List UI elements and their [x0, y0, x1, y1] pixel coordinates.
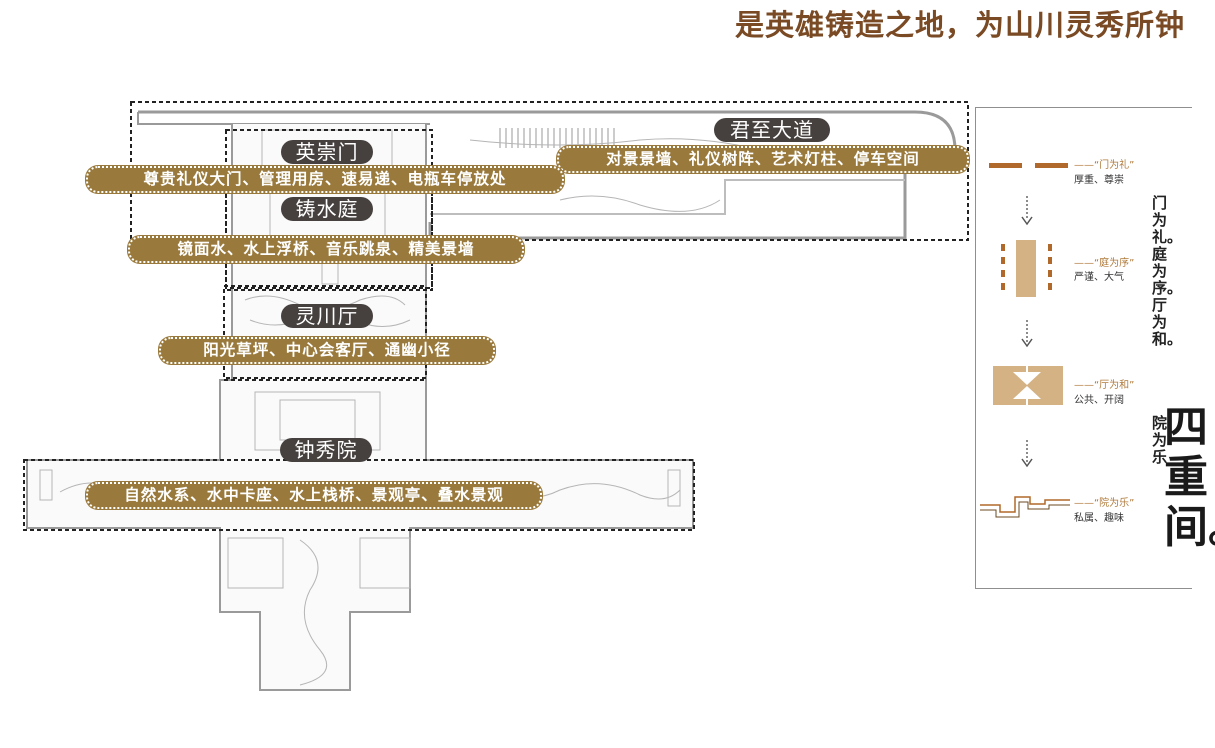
- zone-label-zhushui: 铸水庭: [281, 197, 373, 221]
- legend-icon-hall: [993, 366, 1063, 405]
- vertical-motto-2: 院为乐: [1152, 414, 1168, 466]
- legend-tag-hall: ——“厅为和”: [1074, 380, 1135, 391]
- feature-strip-zhushui: 镜面水、水上浮桥、音乐跳泉、精美景墙: [128, 236, 524, 263]
- zone-label-yingchong: 英崇门: [281, 140, 373, 164]
- legend-title: 四重间。: [1164, 402, 1215, 553]
- legend-desc-gate: 厚重、尊崇: [1074, 175, 1124, 186]
- legend-desc-courtyard: 严谨、大气: [1074, 272, 1124, 283]
- legend-desc-garden: 私属、趣味: [1074, 513, 1124, 524]
- zone-label-junzhi: 君至大道: [714, 118, 830, 142]
- legend-tag-garden: ——“院为乐”: [1074, 498, 1135, 509]
- legend-panel: [975, 107, 1192, 589]
- legend-desc-hall: 公共、开阔: [1074, 395, 1124, 406]
- site-boundary: [26, 124, 694, 691]
- vertical-motto-1: 门为礼。庭为序。厅为和。: [1152, 194, 1183, 348]
- feature-strip-yingchong: 尊贵礼仪大门、管理用房、速易递、电瓶车停放处: [86, 166, 564, 193]
- zone-label-lingchuan: 灵川厅: [281, 304, 373, 328]
- zone-box-lingchuan: [223, 285, 427, 379]
- legend-icon-courtyard: [1001, 240, 1052, 297]
- zone-label-zhongxiu: 钟秀院: [280, 438, 372, 462]
- zone-box-junzhi: [130, 101, 969, 241]
- headline: 是英雄铸造之地，为山川灵秀所钟: [735, 8, 1186, 42]
- legend-icon-gate: [989, 163, 1068, 168]
- legend-icon-garden: [980, 496, 1070, 518]
- feature-strip-junzhi: 对景景墙、礼仪树阵、艺术灯柱、停车空间: [557, 146, 969, 173]
- feature-strip-zhongxiu: 自然水系、水中卡座、水上栈桥、景观亭、叠水景观: [86, 482, 542, 509]
- legend-tag-courtyard: ——“庭为序”: [1074, 258, 1135, 269]
- feature-strip-lingchuan: 阳光草坪、中心会客厅、通幽小径: [159, 337, 495, 364]
- zone-box-zhongxiu: [23, 459, 695, 531]
- legend-tag-gate: ——“门为礼”: [1074, 160, 1135, 171]
